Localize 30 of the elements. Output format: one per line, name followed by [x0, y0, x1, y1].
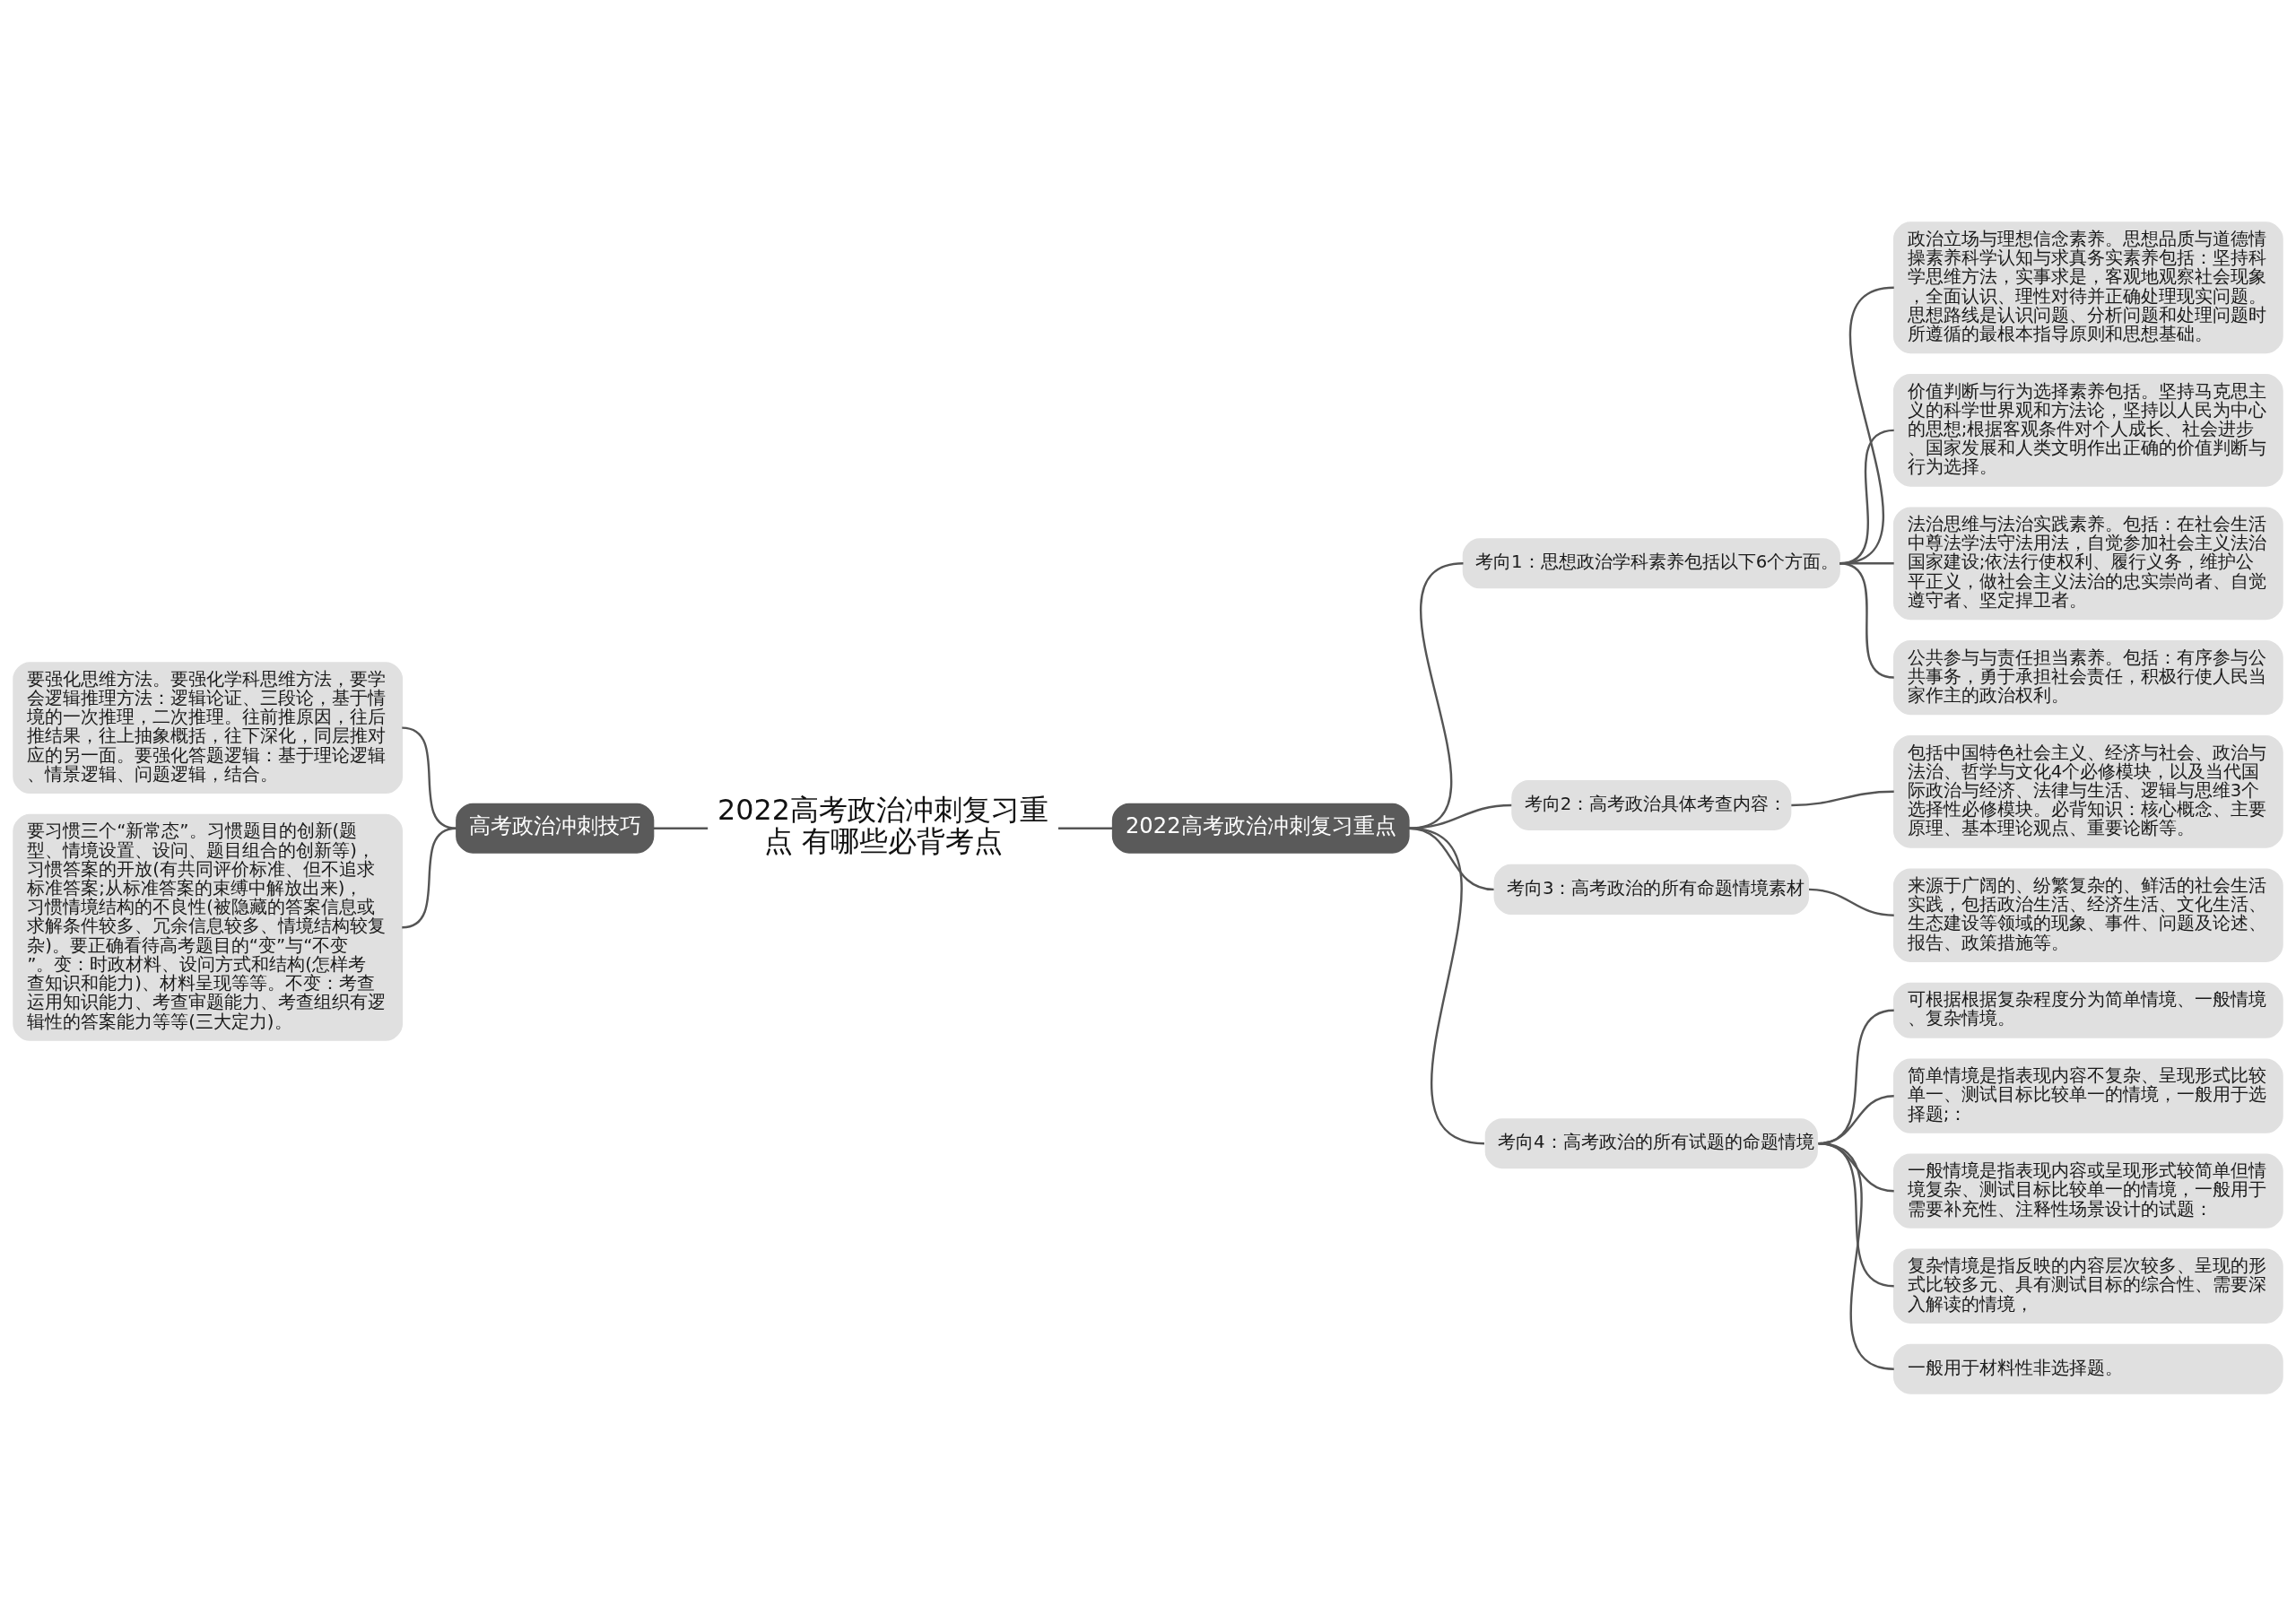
- node-box: 政治立场与理想信念素养。思想品质与道德情操素养科学认知与求真务实素养包括：坚持科学思维方法，实事求是，客观地观察社会现象，全面认识、理性对待并正确处理现实问题。思想路线是认识问题、分析问题和处理问题时所遵循的最根本指导原则和思想基础。: [1892, 221, 2283, 353]
- node-text: 2022高考政治冲刺复习重点 有哪些必背考点: [718, 792, 1049, 858]
- node-box: 法治思维与法治实践素养。包括：在社会生活中尊法学法守法用法，自觉参加社会主义法治国家建设;依法行使权利、履行义务，维护公平正义，做社会主义法治的忠实崇尚者、自觉遵守者、坚定捍卫者。: [1892, 506, 2283, 620]
- node-box: 简单情境是指表现内容不复杂、呈现形式比较单一、测试目标比较单一的情境，一般用于选择题;：: [1892, 1058, 2283, 1133]
- node-box: 价值判断与行为选择素养包括。坚持马克思主义的科学世界观和方法论，坚持以人民为中心的思想;根据客观条件对个人成长、社会进步、国家发展和人类文明作出正确的价值判断与行为选择。: [1892, 373, 2283, 487]
- connector: [1808, 888, 1894, 916]
- connector: [1408, 803, 1512, 829]
- node-box: 考向4：高考政治的所有试题的命题情境: [1484, 1117, 1818, 1168]
- connector: [402, 725, 457, 829]
- node-box: 一般用于材料性非选择题。: [1892, 1343, 2283, 1394]
- node-box: 可根据根据复杂程度分为简单情境、一般情境、复杂情境。: [1892, 982, 2283, 1038]
- node-box: 要强化思维方法。要强化学科思维方法，要学会逻辑推理方法：逻辑论证、三段论，基于情境的一次推理，二次推理。往前推原因，往后推结果，往上抽象概括，往下深化，同层推对应的另一面。要强化答题逻辑：基于理论逻辑、情景逻辑、问题逻辑，结合。: [13, 661, 404, 794]
- connector: [1839, 561, 1894, 679]
- node-box: 包括中国特色社会主义、经济与社会、政治与法治、哲学与文化4个必修模块，以及当代国际政治与经济、法律与生活、逻辑与思维3个选择性必修模块。必背知识：核心概念、主要原理、基本理论观点、重要论断等。: [1892, 734, 2283, 848]
- connector: [1058, 827, 1113, 829]
- node-box: 来源于广阔的、纷繁复杂的、鲜活的社会生活实践，包括政治生活、经济生活、文化生活、生态建设等领域的现象、事件、问题及论述、报告、政策措施等。: [1892, 867, 2283, 962]
- node-box: 高考政治冲刺技巧: [456, 803, 655, 854]
- node-box: 考向2：高考政治具体考查内容：: [1511, 779, 1792, 830]
- node-box: 考向3：高考政治的所有命题情境素材: [1493, 864, 1809, 915]
- node-box: 公共参与与责任担当素养。包括：有序参与公共事务，勇于承担社会责任，积极行使人民当家作主的政治权利。: [1892, 639, 2283, 715]
- connector: [1408, 827, 1485, 1144]
- node-box: 2022高考政治冲刺复习重点: [1111, 803, 1410, 854]
- connector: [402, 827, 457, 928]
- node-box: 考向1：思想政治学科素养包括以下6个方面。: [1462, 537, 1840, 588]
- connector: [1791, 790, 1894, 806]
- node-box: 一般情境是指表现内容或呈现形式较简单但情境复杂、测试目标比较单一的情境，一般用于需要补充性、注释性场景设计的试题：: [1892, 1153, 2283, 1229]
- connector: [653, 827, 709, 829]
- connector: [1818, 1142, 1894, 1370]
- node-box: 要习惯三个“新常态”。习惯题目的创新(题型、情境设置、设问、题目组合的创新等)，习惯答案的开放(有共同评价标准、但不追求标准答案;从标准答案的束缚中解放出来)，习惯情境结构的不良性(被隐藏的答案信息或求解条件较多、冗余信息较多、情境结构较复杂)。要正确看待高考题目的“变”与“不变”。变：时政材料、设问方式和结构(怎样考查知识和能力)、材料呈现等等。不变：考查运用知识能力、考查审题能力、考查组织有逻辑性的答案能力等等(三大定力)。: [13, 813, 404, 1041]
- node-box: 复杂情境是指反映的内容层次较多、呈现的形式比较多元、具有测试目标的综合性、需要深入解读的情境，: [1892, 1248, 2283, 1324]
